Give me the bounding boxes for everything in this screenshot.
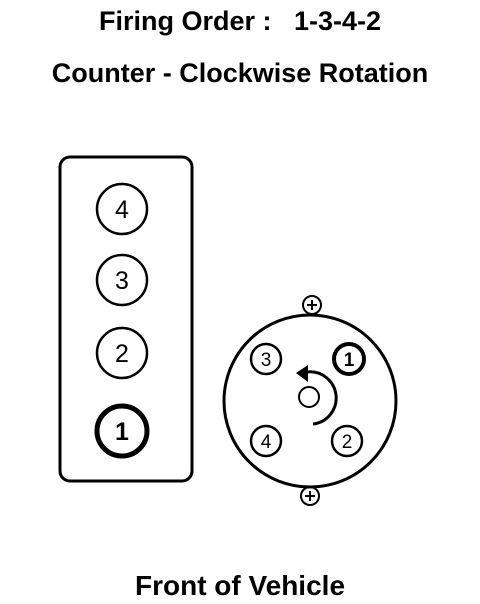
distributor-terminal-3: 3: [249, 342, 283, 376]
firing-order-heading: Firing Order : 1-3-4-2: [0, 8, 480, 35]
cylinder-1-circle: [94, 403, 150, 459]
terminal-3-label: 3: [261, 350, 272, 371]
distributor-terminal-4: 4: [249, 424, 283, 458]
front-of-vehicle-label: Front of Vehicle: [134, 570, 346, 601]
cylinder-3: 3: [95, 253, 149, 307]
cylinder-3-circle: [95, 253, 149, 307]
top-mount-circle: [302, 295, 322, 315]
terminal-3-circle: [249, 342, 283, 376]
cylinder-4: 4: [95, 182, 149, 236]
distributor-terminal-1: 1: [332, 342, 366, 376]
terminal-2-circle: [330, 424, 364, 458]
rotation-arrow-head: [296, 365, 308, 382]
cylinder-4-label: 4: [115, 196, 129, 224]
cylinder-4-circle: [95, 182, 149, 236]
distributor-cap: [222, 313, 398, 489]
bottom-mount-circle: [300, 486, 320, 506]
engine-block-outline: [58, 155, 194, 483]
terminal-2-label: 2: [342, 432, 353, 453]
cylinder-2-label: 2: [115, 340, 129, 368]
cylinder-1-label: 1: [115, 418, 129, 446]
terminal-1-circle: [332, 342, 366, 376]
terminal-4-label: 4: [261, 432, 272, 453]
distributor-shaft: [298, 386, 320, 408]
firing-order-value: 1-3-4-2: [293, 6, 382, 36]
rotation-arrow-arc: [306, 370, 338, 426]
cylinder-1: 1: [94, 403, 150, 459]
bottom-mount-symbol: [300, 486, 320, 506]
distributor-terminal-2: 2: [330, 424, 364, 458]
cylinder-3-label: 3: [115, 267, 129, 295]
terminal-4-circle: [249, 424, 283, 458]
firing-order-label: Firing Order :: [98, 6, 272, 36]
top-mount-symbol: [302, 295, 322, 315]
terminal-1-label: 1: [344, 350, 355, 371]
rotation-heading: Counter - Clockwise Rotation: [51, 58, 429, 88]
cylinder-2: 2: [95, 326, 149, 380]
cylinder-2-circle: [95, 326, 149, 380]
